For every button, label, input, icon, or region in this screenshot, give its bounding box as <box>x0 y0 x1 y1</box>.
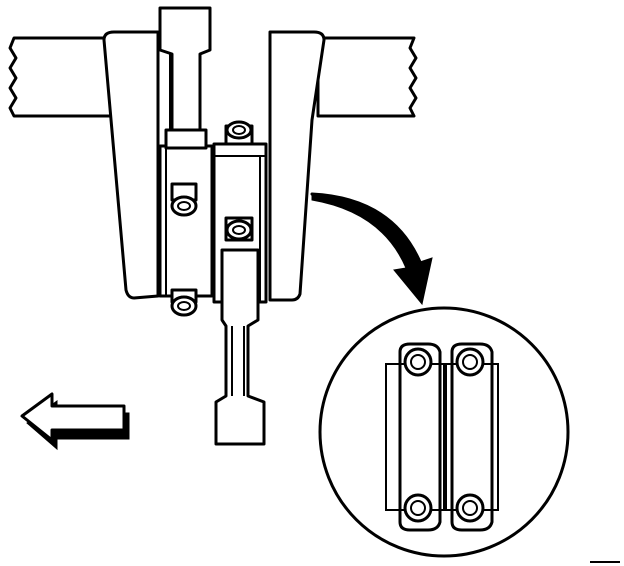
bearing-cap-detail-right <box>445 342 499 532</box>
connecting-rod-rear <box>158 6 212 134</box>
direction-arrow-left-icon <box>20 392 130 451</box>
crankshaft-journal-left <box>8 36 114 118</box>
rod-cap-bolt-front-lower <box>224 216 254 242</box>
rod-cap-bolt-rear-upper <box>170 182 198 217</box>
rod-big-end-rear <box>158 128 214 298</box>
crank-web-right <box>268 30 326 302</box>
bearing-cap-detail-left <box>385 342 445 532</box>
curved-pointer-arrow-icon <box>310 192 433 306</box>
rod-cap-bolt-rear-lower <box>170 288 198 317</box>
magnified-detail-circle <box>318 306 570 558</box>
crank-web-left <box>102 30 160 300</box>
connecting-rod-front <box>214 248 266 446</box>
rod-cap-bolt-front-upper <box>224 120 254 146</box>
crankshaft-journal-right <box>316 36 418 118</box>
